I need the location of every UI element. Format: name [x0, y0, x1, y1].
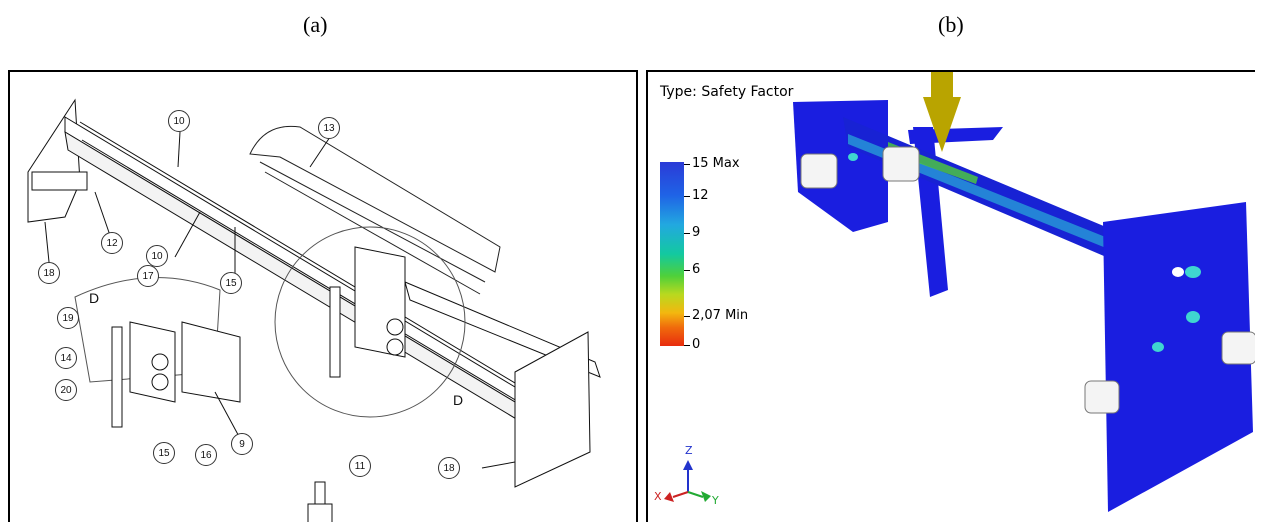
safety-factor-legend [660, 162, 684, 346]
legend-tick-min: 2,07 Min [692, 308, 749, 323]
callout-9: 9 [231, 433, 253, 455]
axis-label-x: X [654, 490, 662, 503]
axis-label-z: Z [685, 444, 693, 457]
legend-tick-9: 9 [692, 225, 701, 240]
callout-15b: 15 [153, 442, 175, 464]
caption-b: (b) [938, 12, 964, 37]
caption-a: (a) [303, 12, 328, 37]
callout-10b: 10 [146, 245, 168, 267]
callout-12: 12 [101, 232, 123, 254]
callout-17: 17 [137, 265, 159, 287]
callout-11: 11 [349, 455, 371, 477]
fea-model [664, 72, 1255, 512]
legend-tick-12: 12 [692, 188, 709, 203]
cad-drawing-panel: 10 13 10 12 18 15 17 19 14 20 15 16 9 18… [8, 70, 638, 522]
cad-drawing [27, 98, 601, 522]
legend-tick-max: 15 Max [692, 156, 740, 171]
axis-label-y: Y [712, 494, 719, 507]
callout-20: 20 [55, 379, 77, 401]
fea-result-panel: Type: Safety Factor 15 Max 12 9 6 2,07 M… [646, 70, 1255, 522]
result-type-label: Type: Safety Factor [660, 84, 794, 100]
callout-10: 10 [168, 110, 190, 132]
legend-tick-0: 0 [692, 337, 701, 352]
callout-13: 13 [318, 117, 340, 139]
callout-19: 19 [57, 307, 79, 329]
callout-18b: 18 [438, 457, 460, 479]
callout-16: 16 [195, 444, 217, 466]
callout-14: 14 [55, 347, 77, 369]
detail-letter-d-2: D [453, 392, 464, 408]
callout-18: 18 [38, 262, 60, 284]
legend-tick-6: 6 [692, 262, 701, 277]
callout-15: 15 [220, 272, 242, 294]
detail-letter-d-1: D [89, 290, 100, 306]
